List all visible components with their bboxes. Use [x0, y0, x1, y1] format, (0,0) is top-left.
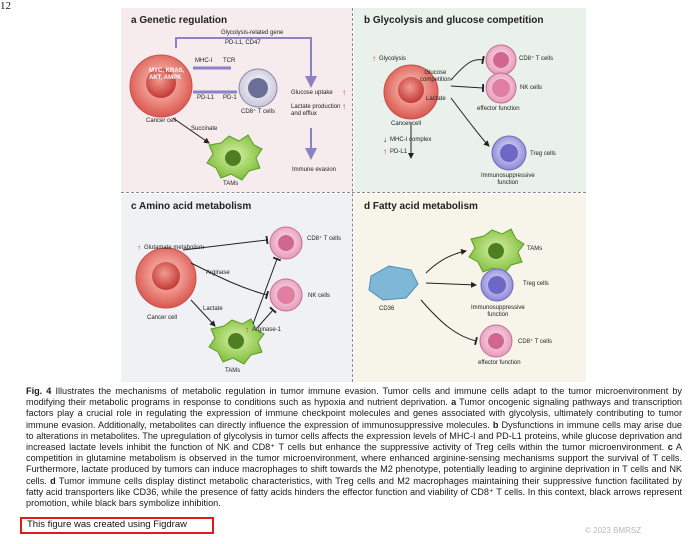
cd36-label: CD36 [379, 306, 395, 312]
panel-a-title: a Genetic regulation [131, 15, 228, 26]
cd8-label-c: CD8⁺ T cells [307, 236, 341, 242]
cd8-nucleus-a [248, 78, 268, 98]
up-arrow-pdl1: ↑ [383, 147, 387, 156]
lactate-label-b: Lactate [426, 96, 446, 102]
figure-caption: Fig. 4 Illustrates the mechanisms of met… [26, 386, 682, 509]
glucose-competition-label: Glucose competition [420, 70, 451, 83]
nk-label-c: NK cells [308, 293, 331, 299]
panel-b-title: b Glycolysis and glucose competition [364, 15, 544, 26]
tams-label-d: TAMs [527, 246, 543, 252]
up-arrow-glycolysis: ↑ [372, 54, 376, 63]
treg-label-b: Treg cells [530, 151, 556, 157]
caption-label-d: d [50, 475, 56, 486]
cancer-cell-label-a: Cancer cell [146, 118, 177, 124]
mhc-label-a: MHC-I [195, 58, 213, 64]
caption-text-c: A competition in glutamine metabolism is… [26, 442, 682, 486]
lactate-label-c: Lactate [203, 306, 223, 312]
nk-label-b: NK cells [520, 85, 543, 91]
panel-d-art [368, 228, 525, 358]
up-arrow-glutamate: ↑ [137, 243, 141, 252]
up-arrow-lactate: ↑ [342, 102, 346, 111]
horizontal-divider [121, 192, 586, 193]
tcr-label: TCR [223, 58, 236, 64]
caption-label-b: b [492, 419, 499, 430]
caption-text-d: Tumor immune cells display distinct meta… [26, 475, 682, 509]
caption-text-b: Dysfunctions in immune cells may arise d… [26, 419, 682, 453]
figure-artwork [129, 37, 527, 365]
cd8-label-d: CD8⁺ T cells [518, 339, 552, 345]
genes-label: MYC, KRAS, AKT, AMPK [149, 68, 185, 81]
caption-label-c: c [667, 442, 673, 453]
arginase-label: Arginase [206, 270, 230, 276]
lactate-production-label: Lactate production and efflux [291, 104, 341, 117]
panel-b-art [383, 44, 527, 171]
glutamate-label: Glutamate metabolism [144, 245, 205, 251]
cancer-cell-label-b: Cancer cell [391, 121, 422, 127]
cancer-cell-label-c: Cancer cell [147, 315, 178, 321]
figdraw-credit: This figure was created using Figdraw [27, 519, 187, 530]
cd8-label-b: CD8⁺ T cells [519, 56, 553, 62]
cancer-nucleus-a [146, 68, 176, 98]
page-number: 12 [0, 0, 11, 12]
immune-evasion-label: Immune evasion [292, 167, 337, 173]
effector-label-b: effector function [477, 106, 520, 112]
panel-c-art [135, 226, 303, 365]
treg-label-d: Treg cells [523, 281, 549, 287]
pd1-label: PD-1 [223, 95, 237, 101]
immunosuppressive-label-d: Immunosuppressive function [471, 305, 525, 318]
caption-label-a: a [451, 397, 457, 408]
figure-4: a Genetic regulation b Glycolysis and gl… [121, 8, 586, 382]
panel-a-art [129, 37, 317, 181]
tams-label-c: TAMs [225, 368, 241, 374]
up-arrow-glucose: ↑ [342, 88, 346, 97]
tams-label-a: TAMs [223, 181, 239, 187]
caption-fig-label: Fig. 4 [26, 386, 52, 396]
cd8-label-a: CD8⁺ T cells [241, 109, 275, 115]
succinate-label: Succinate [191, 126, 218, 132]
vertical-divider [352, 8, 353, 382]
arginase1-label: Arginase-1 [252, 327, 282, 333]
panel-c-title: c Amino acid metabolism [131, 201, 252, 212]
glyco-gene-label: Glycolysis-related gene [221, 30, 284, 36]
pdl1-cd47-label: PD-L1, CD47 [225, 40, 261, 46]
cd36-shape [368, 265, 419, 301]
caption-intro: Illustrates the mechanisms of metabolic … [26, 386, 682, 408]
pdl1-label-a: PD-L1 [197, 95, 215, 101]
caption-text-a: Tumor oncogenic signaling pathways and t… [26, 397, 683, 430]
down-arrow-mhc: ↓ [383, 135, 387, 144]
immunosuppressive-label-b: Immunosuppressive function [481, 173, 535, 186]
pdl1-label-b: PD-L1 [390, 149, 408, 155]
watermark: © 2023 BMRSZ [585, 526, 642, 535]
effector-label-d: effector function [478, 360, 521, 366]
up-arrow-arginase1: ↑ [245, 325, 249, 334]
panel-d-title: d Fatty acid metabolism [364, 201, 478, 212]
glucose-uptake-label: Glucose uptake [291, 90, 333, 96]
mhc-complex-label: MHC-I complex [390, 137, 432, 143]
credit-highlight-box [20, 517, 214, 534]
glycolysis-label: Glycolysis [379, 56, 407, 62]
